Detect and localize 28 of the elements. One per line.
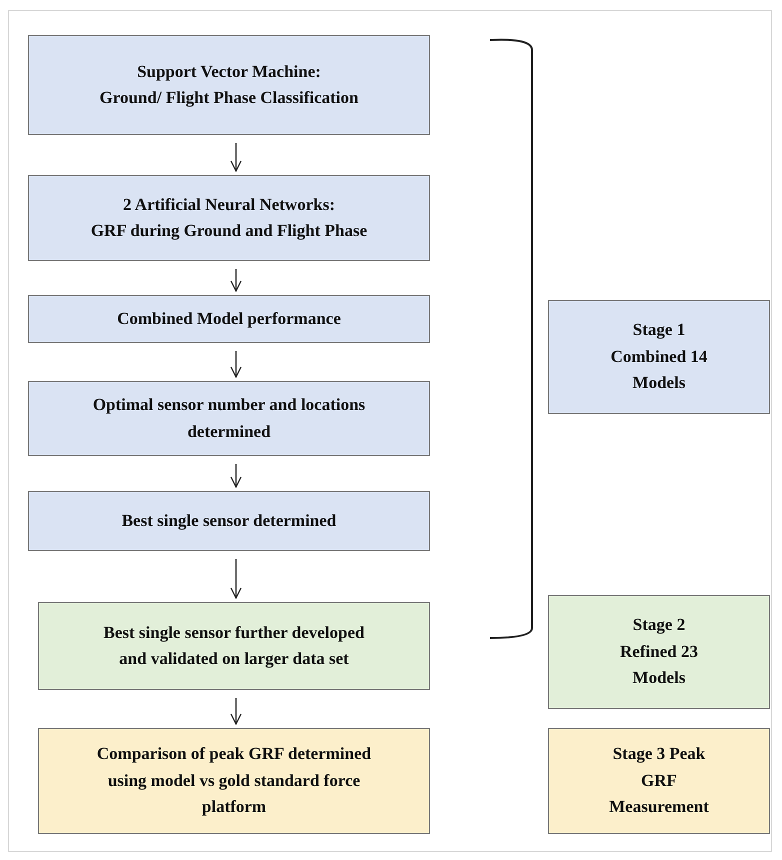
box-text: Stage 1 Combined 14 Models (610, 319, 708, 394)
arrow (230, 559, 242, 599)
process-box (38, 602, 430, 690)
box-text: Support Vector Machine: (137, 60, 321, 83)
arrow (230, 464, 242, 488)
arrow (230, 143, 242, 172)
box-text: GRF during Ground and Flight Phase (90, 220, 368, 242)
box-text: Best single sensor determined (122, 510, 336, 532)
box-text: Stage 2 Refined 23 Models (619, 614, 699, 690)
box-text: Optimal sensor number and locations determined (92, 394, 366, 442)
arrow (230, 351, 242, 378)
process-box (28, 35, 430, 135)
box-text: Comparison of peak GRF determined using model vs gold standard force platform (96, 743, 372, 818)
process-box (28, 295, 430, 343)
process-box (38, 728, 430, 834)
arrow (230, 698, 242, 725)
stage-box (548, 300, 770, 414)
process-box (28, 175, 430, 261)
arrow (230, 269, 242, 292)
stage-box (548, 728, 770, 834)
stage-box (548, 595, 770, 709)
box-text: 2 Artificial Neural Networks: (123, 194, 335, 216)
box-text: Stage 3 Peak GRF Measurement (609, 743, 709, 818)
process-box (28, 381, 430, 456)
box-text: Best single sensor further developed and validated on larger data set (102, 622, 366, 670)
box-text: Combined Model performance (117, 308, 341, 330)
box-text: Ground/ Flight Phase Classification (100, 87, 358, 109)
process-box (28, 491, 430, 551)
